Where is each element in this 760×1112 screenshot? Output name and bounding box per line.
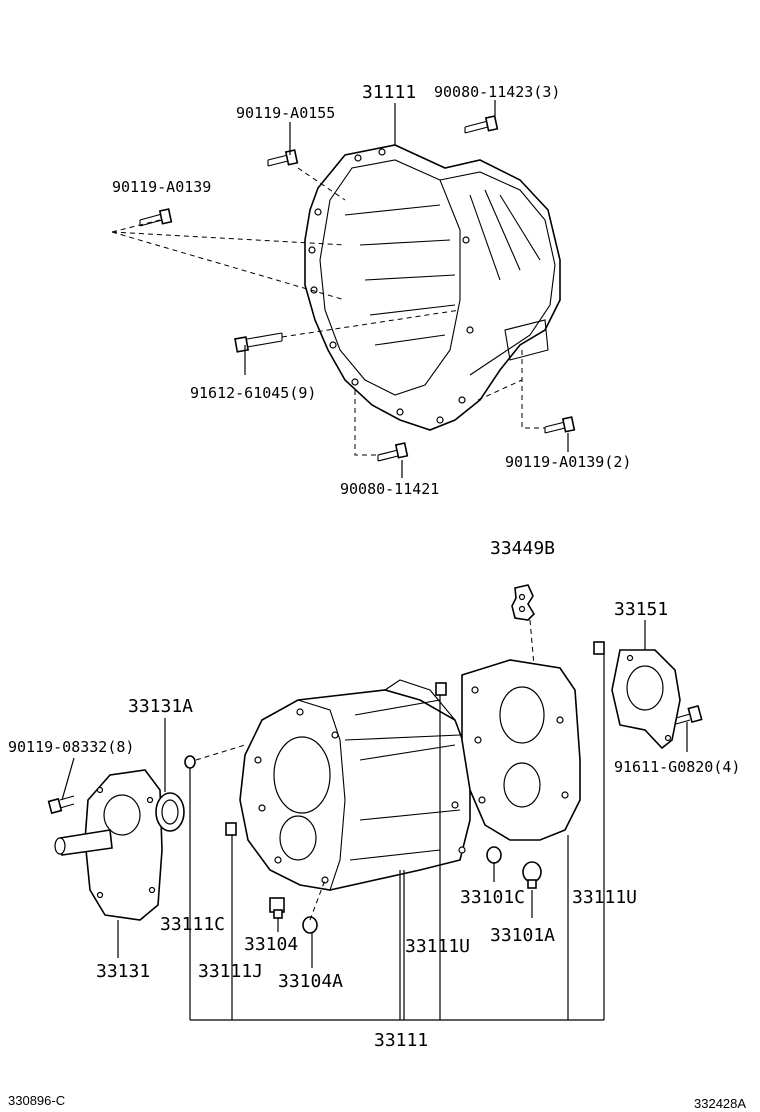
bolt-icon: [544, 416, 576, 434]
label-seal: 33131A: [128, 696, 193, 717]
label-plug-c: 33101C: [460, 887, 525, 908]
oil-seal-icon: [155, 792, 185, 832]
upper-leader-lines: [111, 100, 569, 478]
label-bolt-left: 90119-A0139: [112, 178, 211, 196]
label-housing: 31111: [362, 82, 416, 103]
label-plug: 33104: [244, 934, 298, 955]
extension-housing: [461, 659, 581, 841]
stud-icon: [234, 332, 283, 353]
label-stud-left: 91612-61045(9): [190, 384, 316, 402]
clutch-housing: [304, 144, 561, 431]
label-bolt-right: 90119-A0139(2): [505, 453, 631, 471]
gasket-icon: [302, 916, 318, 934]
bolt-icon: [377, 442, 409, 462]
label-pin-c: 33111C: [160, 914, 225, 935]
bolt-icon: [675, 704, 703, 725]
plug-icon: [522, 861, 542, 889]
bolt-icon: [47, 795, 75, 815]
front-bearing-retainer: [54, 769, 163, 921]
plug-icon: [269, 897, 285, 919]
footer-code-right: 332428A: [694, 1096, 746, 1111]
label-bracket-top: 33449B: [490, 538, 555, 559]
label-retainer-left: 33131: [96, 961, 150, 982]
pin-icon: [435, 682, 447, 696]
bolt-icon: [139, 208, 173, 227]
label-bolt-top-right: 90080-11423(3): [434, 83, 560, 101]
label-gasket: 33104A: [278, 971, 343, 992]
label-retainer-right: 33151: [614, 599, 668, 620]
label-pin-u-right: 33111U: [572, 887, 637, 908]
label-bolt-top: 90119-A0155: [236, 104, 335, 122]
label-bolt-right: 91611-G0820(4): [614, 758, 740, 776]
gasket-icon: [486, 846, 502, 864]
label-pin-u-mid: 33111U: [405, 936, 470, 957]
bolt-icon: [464, 115, 499, 134]
label-case-total: 33111: [374, 1030, 428, 1051]
pin-icon: [184, 755, 196, 769]
upper-assembly: 31111 90080-11423(3) 90119-A0155 90119-A…: [111, 82, 631, 498]
bolt-icon: [267, 149, 299, 167]
label-plug-a: 33101A: [490, 925, 555, 946]
transmission-case: [239, 679, 471, 891]
lower-leader-lines: [61, 620, 688, 1021]
bracket-icon: [511, 584, 536, 621]
footer-code-left: 330896-C: [8, 1093, 65, 1108]
rear-retainer: [611, 649, 681, 750]
pin-icon: [225, 822, 237, 836]
label-bolt-bottom: 90080-11421: [340, 480, 439, 498]
lower-assembly: 33449B 33151 33131A 90119-08332(8) 91611…: [8, 538, 740, 1051]
label-bolt-left: 90119-08332(8): [8, 738, 134, 756]
pin-icon: [593, 641, 605, 655]
label-pin-j: 33111J: [198, 961, 263, 982]
